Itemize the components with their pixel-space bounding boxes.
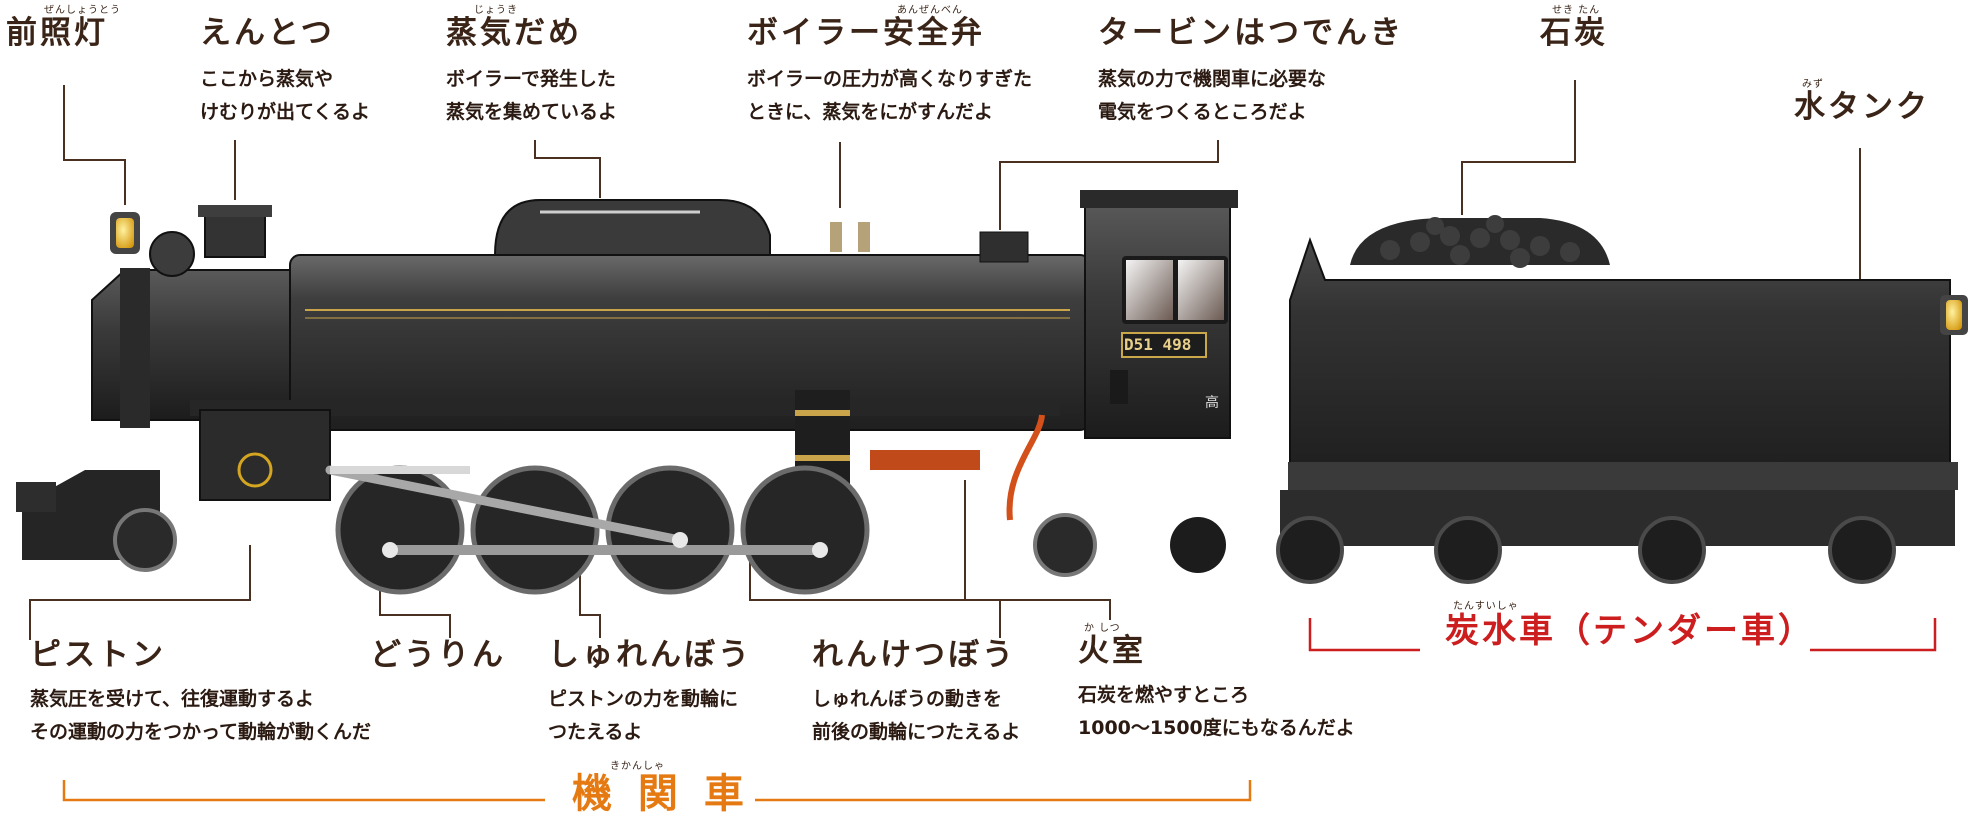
driving-wheel-label: どうりん xyxy=(370,640,506,671)
locomotive-bracket xyxy=(62,780,1252,802)
steam-dome-desc-1: ボイラーで発生した xyxy=(446,68,616,90)
piston-desc-2: その運動の力をつかって動輪が動くんだ xyxy=(30,721,372,743)
steam-dome-ruby: じょうき xyxy=(474,5,518,16)
firebox-desc-1: 石炭を燃やすところ xyxy=(1078,684,1250,706)
locomotive-ruby: きかんしゃ xyxy=(610,761,665,772)
safety-valve-desc-2: ときに、蒸気をにがすんだよ xyxy=(747,101,994,123)
main-rod-desc-2: つたえるよ xyxy=(548,721,643,743)
loco-wheels xyxy=(113,465,1226,595)
coupling-rod-desc-2: 前後の動輪につたえるよ xyxy=(812,721,1021,743)
turbine-label: タービンはつでんき 蒸気の力で機関車に必要な 電気をつくるところだよ xyxy=(1098,18,1404,129)
number-plate: D51 498 xyxy=(1124,335,1192,354)
firebox-ruby: か しつ xyxy=(1084,623,1121,634)
water-tank-title: 水タンク xyxy=(1794,89,1930,125)
chimney-title: えんとつ xyxy=(200,15,335,51)
main-rod-label: しゅれんぼう ピストンの力を動輪に つたえるよ xyxy=(548,640,752,749)
firebox-label: か しつ 火室 石炭を燃やすところ 1000〜1500度にもなるんだよ xyxy=(1078,624,1355,745)
turbine-desc-1: 蒸気の力で機関車に必要な xyxy=(1098,68,1327,90)
firebox-desc-2: 1000〜1500度にもなるんだよ xyxy=(1078,717,1355,739)
locomotive-label: きかんしゃ 機 関 車 xyxy=(572,761,750,817)
headlight-ruby: ぜんしょうとう xyxy=(44,5,121,16)
steam-dome-desc-2: 蒸気を集めているよ xyxy=(446,101,618,123)
tender-body xyxy=(1276,215,1968,584)
piston-desc-1: 蒸気圧を受けて、往復運動するよ xyxy=(30,688,315,710)
firebox-title: 火室 xyxy=(1078,633,1146,669)
safety-valve-title: ボイラー安全弁 xyxy=(747,15,985,51)
safety-valve-label: あんぜんべん ボイラー安全弁 ボイラーの圧力が高くなりすぎた ときに、蒸気をにが… xyxy=(747,6,1032,129)
tender-wheels xyxy=(1276,516,1896,584)
tender-title: 炭水車（テンダー車） xyxy=(1445,611,1815,651)
piston-title: ピストン xyxy=(30,637,166,673)
steam-dome-label: じょうき 蒸気だめ ボイラーで発生した 蒸気を集めているよ xyxy=(446,6,617,129)
chimney-label: えんとつ ここから蒸気や けむりが出てくるよ xyxy=(200,18,370,129)
tender-bracket xyxy=(1308,618,1937,652)
tender-label: たんすいしゃ 炭水車（テンダー車） xyxy=(1445,601,1815,651)
coupling-rod-title: れんけつぼう xyxy=(812,637,1016,673)
turbine-title: タービンはつでんき xyxy=(1098,15,1404,51)
headlight-title: 前照灯 xyxy=(6,15,108,51)
chimney-desc-2: けむりが出てくるよ xyxy=(200,101,371,123)
coal-title: 石炭 xyxy=(1540,15,1608,51)
water-tank-label: みず 水タンク xyxy=(1794,80,1930,123)
piston-label: ピストン 蒸気圧を受けて、往復運動するよ その運動の力をつかって動輪が動くんだ xyxy=(30,640,371,749)
coal-label: せき たん 石炭 xyxy=(1540,6,1608,49)
driving-wheel-title: どうりん xyxy=(370,637,506,673)
main-rod-desc-1: ピストンの力を動輪に xyxy=(548,688,739,710)
water-tank-ruby: みず xyxy=(1802,79,1824,90)
coal-ruby: せき たん xyxy=(1552,5,1601,16)
main-rod-title: しゅれんぼう xyxy=(548,637,752,673)
locomotive-title: 機 関 車 xyxy=(572,771,750,817)
locomotive-body xyxy=(16,190,1238,595)
coupling-rod-desc-1: しゅれんぼうの動きを xyxy=(812,688,1003,710)
chimney-desc-1: ここから蒸気や xyxy=(200,68,334,90)
coupling-rod-label: れんけつぼう しゅれんぼうの動きを 前後の動輪につたえるよ xyxy=(812,640,1020,749)
turbine-desc-2: 電気をつくるところだよ xyxy=(1098,101,1307,123)
leader-lines xyxy=(29,80,1861,640)
cab-mark: 高 xyxy=(1205,395,1219,411)
steam-dome-title: 蒸気だめ xyxy=(446,15,582,51)
headlight-label: ぜんしょうとう 前照灯 xyxy=(6,6,121,49)
tender-ruby: たんすいしゃ xyxy=(1453,601,1519,612)
safety-valve-desc-1: ボイラーの圧力が高くなりすぎた xyxy=(747,68,1033,90)
safety-valve-ruby: あんぜんべん xyxy=(897,5,963,16)
